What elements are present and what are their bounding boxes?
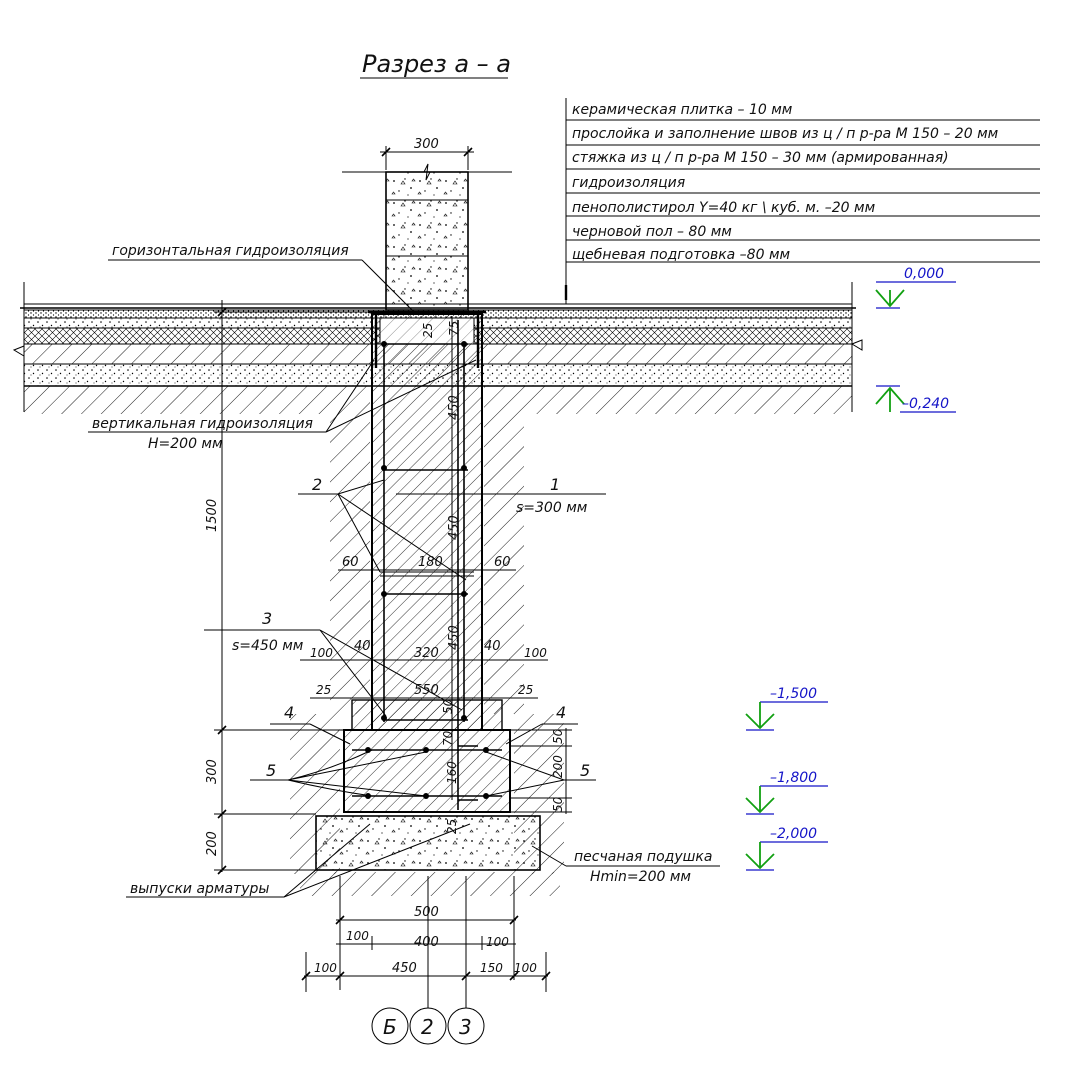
dim-label: 400 xyxy=(414,935,439,950)
note-horizontal-waterproofing: горизонтальная гидроизоляция xyxy=(112,243,349,259)
callout-number: 5 xyxy=(580,761,590,780)
level-label: –1,500 xyxy=(770,686,817,702)
dim-label: 300 xyxy=(414,137,439,152)
dim-label: 450 xyxy=(447,395,462,420)
axis-circle xyxy=(371,1007,409,1045)
layer-label: пенополистирол Y=40 кг \ куб. м. –20 мм xyxy=(572,200,876,216)
dim-label: 450 xyxy=(447,625,462,650)
dim-label: 50 xyxy=(441,698,455,714)
axis-markers: Б 2 3 xyxy=(371,876,485,1045)
layer-label: черновой пол – 80 мм xyxy=(572,224,732,240)
dim-label: 550 xyxy=(414,683,439,698)
axis-circle xyxy=(447,1007,485,1045)
dim-label: 100 xyxy=(514,961,537,975)
dim-label: 25 xyxy=(518,683,533,697)
dim-label: 25 xyxy=(421,323,435,338)
note-sand-height: Hmin=200 мм xyxy=(590,869,691,885)
dim-label: 100 xyxy=(310,646,333,660)
callout-number: 5 xyxy=(266,761,276,780)
dim-label: 450 xyxy=(447,515,462,540)
layer-label: прослойка и заполнение швов из ц / п р-р… xyxy=(572,126,999,142)
axis-label: 3 xyxy=(459,1015,472,1039)
dim-label: 60 xyxy=(342,555,359,570)
dim-label: 1500 xyxy=(205,499,220,532)
note-vertical-height: H=200 мм xyxy=(148,436,223,452)
dim-label: 500 xyxy=(414,905,439,920)
callout-number: 3 xyxy=(262,609,272,628)
note-rebar-outlets: выпуски арматуры xyxy=(130,881,269,897)
dim-label: 100 xyxy=(314,961,337,975)
callout-number: 4 xyxy=(284,703,294,722)
dim-label: 50 xyxy=(551,728,565,744)
section-title: Разрез а – а xyxy=(362,50,511,78)
dim-label: 150 xyxy=(480,961,503,975)
dim-label: 60 xyxy=(494,555,511,570)
dim-label: 200 xyxy=(205,831,220,856)
callout-spacing: s=450 мм xyxy=(232,638,304,654)
level-label: –0,240 xyxy=(902,396,949,412)
note-sand-cushion: песчаная подушка xyxy=(574,849,712,865)
dim-label: 25 xyxy=(316,683,331,697)
dim-label: 75 xyxy=(447,321,461,336)
horizontal-dimensions: 300 60 180 60 100 40 320 40 100 25 550 2… xyxy=(300,137,551,1008)
dim-label: 100 xyxy=(524,646,547,660)
dim-label: 100 xyxy=(346,929,369,943)
dim-label: 70 xyxy=(441,730,455,746)
dim-label: 40 xyxy=(354,639,371,654)
dim-label: 200 xyxy=(551,755,565,778)
axis-circle xyxy=(409,1007,447,1045)
dim-label: 100 xyxy=(486,935,509,949)
layer-list: керамическая плитка – 10 мм прослойка и … xyxy=(566,102,1040,263)
level-label: –1,800 xyxy=(770,770,817,786)
dim-label: 40 xyxy=(484,639,501,654)
callouts: 1 s=300 мм 2 3 s=450 мм 4 4 5 5 xyxy=(204,475,606,797)
dim-label: 50 xyxy=(551,796,565,812)
axis-label: Б xyxy=(383,1015,397,1039)
dim-label: 450 xyxy=(392,961,417,976)
dim-label: 25 xyxy=(445,819,459,834)
layer-label: керамическая плитка – 10 мм xyxy=(572,102,793,118)
callout-number: 1 xyxy=(550,475,560,494)
callout-number: 4 xyxy=(556,703,566,722)
layer-label: стяжка из ц / п р-ра М 150 – 30 мм (арми… xyxy=(572,150,949,166)
brick-wall xyxy=(342,163,512,311)
footing xyxy=(343,699,511,813)
dim-label: 320 xyxy=(414,646,439,661)
layer-label: щебневая подготовка –80 мм xyxy=(572,247,791,263)
dim-label: 300 xyxy=(205,759,220,784)
dim-label: 180 xyxy=(418,555,443,570)
sand-cushion xyxy=(315,815,541,871)
level-marks: 0,000 –0,240 –1,500 –1,800 –2,000 xyxy=(745,266,956,871)
axis-label: 2 xyxy=(421,1015,434,1039)
layer-label: гидроизоляция xyxy=(572,175,685,191)
callout-number: 2 xyxy=(312,475,322,494)
dim-label: 160 xyxy=(445,761,459,784)
callout-spacing: s=300 мм xyxy=(516,500,588,516)
note-vertical-waterproofing: вертикальная гидроизоляция xyxy=(92,416,313,432)
level-label: 0,000 xyxy=(904,266,944,282)
vertical-dimensions: 1500 300 200 25 75 450 450 450 50 70 160… xyxy=(205,300,572,875)
level-label: –2,000 xyxy=(770,826,817,842)
